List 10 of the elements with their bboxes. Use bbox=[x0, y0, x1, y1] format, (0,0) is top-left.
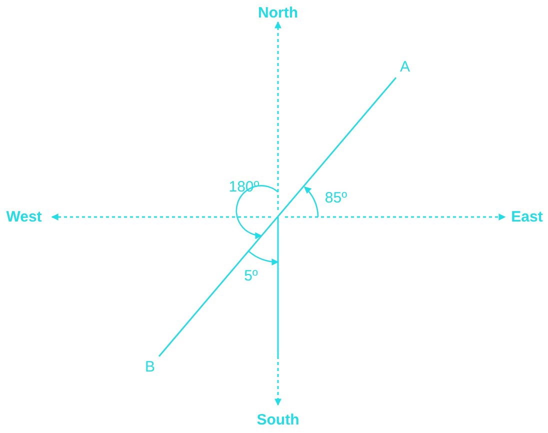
line bbox=[158, 77, 397, 357]
direction-label: West bbox=[6, 208, 42, 226]
point-label: B bbox=[145, 358, 155, 376]
angle-label: 85º bbox=[324, 190, 348, 206]
angle-label: 5º bbox=[244, 268, 258, 284]
direction-label: South bbox=[256, 412, 300, 428]
point-label: A bbox=[400, 58, 410, 76]
direction-label: East bbox=[511, 208, 543, 226]
direction-label: North bbox=[258, 4, 298, 22]
angle-label: 180º bbox=[228, 178, 260, 196]
